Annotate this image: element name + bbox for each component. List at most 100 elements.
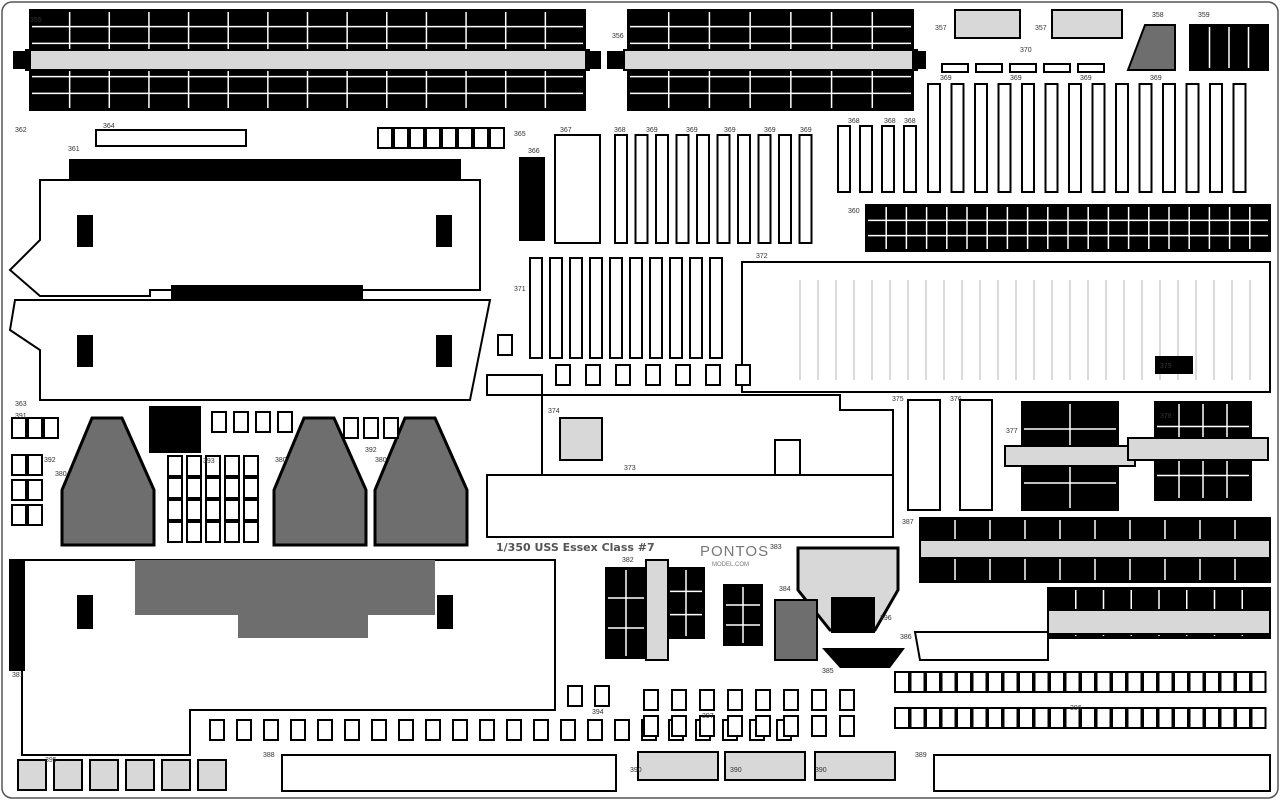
part-371 xyxy=(569,257,583,359)
part-shape xyxy=(77,595,93,629)
part-396 xyxy=(1235,671,1251,693)
part-shape xyxy=(645,559,669,661)
part-369 xyxy=(950,83,965,193)
part-393 xyxy=(167,521,183,543)
part-number-label: 380 xyxy=(275,457,287,464)
part-393 xyxy=(205,521,221,543)
part-358 xyxy=(1126,24,1176,71)
part-number-label: 365 xyxy=(514,131,526,138)
part-393 xyxy=(211,411,227,433)
part-number-label: 369 xyxy=(1150,75,1162,82)
part-393 xyxy=(186,477,202,499)
part-369 xyxy=(974,83,988,193)
part-number-label: 380 xyxy=(55,471,67,478)
part-394 xyxy=(452,719,468,741)
part-396 xyxy=(1049,707,1065,729)
part-number-label: 390 xyxy=(630,767,642,774)
part-393 xyxy=(243,499,259,521)
part-number-label: 356 xyxy=(612,33,624,40)
part-394 xyxy=(263,719,279,741)
part-390 xyxy=(814,751,896,781)
part-396 xyxy=(1018,707,1034,729)
part-394 xyxy=(425,719,441,741)
part-393-grate xyxy=(149,406,201,453)
part-369 xyxy=(757,134,772,244)
part-396 xyxy=(1095,671,1112,693)
part-367 xyxy=(554,134,601,244)
part-394 xyxy=(371,719,387,741)
part-396 xyxy=(1173,671,1189,693)
part-clip xyxy=(675,364,691,386)
part-clip xyxy=(497,334,513,356)
part-369 xyxy=(1068,83,1082,193)
part-number-label: 382 xyxy=(622,557,634,564)
part-number-label: 368 xyxy=(848,118,860,125)
part-390 xyxy=(724,751,806,781)
part-shape xyxy=(585,51,601,69)
fret-title: 1/350 USS Essex Class #7 xyxy=(496,541,655,554)
part-371 xyxy=(709,257,723,359)
part-396 xyxy=(925,671,941,693)
part-shape xyxy=(1127,437,1269,461)
part-379 xyxy=(1155,356,1193,374)
part-394 xyxy=(506,719,522,741)
part-369 xyxy=(675,134,690,244)
part-393 xyxy=(186,499,202,521)
brand-logo: PONTOS xyxy=(700,543,769,560)
part-369 xyxy=(1232,83,1247,193)
part-392 xyxy=(343,417,359,439)
part-396 xyxy=(1002,671,1019,693)
part-392 xyxy=(27,479,43,501)
part-number-label: 397 xyxy=(702,713,714,720)
part-397 xyxy=(811,715,827,737)
part-number-label: 363 xyxy=(15,401,27,408)
part-371 xyxy=(609,257,623,359)
part-number-label: 357 xyxy=(1035,25,1047,32)
part-397 xyxy=(643,715,659,737)
part-number-label: 371 xyxy=(514,286,526,293)
part-393 xyxy=(186,455,202,477)
part-394 xyxy=(533,719,549,741)
part-369 xyxy=(778,134,792,244)
part-number-label: 362 xyxy=(15,127,27,134)
part-371 xyxy=(649,257,663,359)
part-396 xyxy=(909,707,926,729)
part-number-label: 386 xyxy=(900,634,912,641)
part-369 xyxy=(614,134,628,244)
part-380 xyxy=(60,416,156,547)
part-394 xyxy=(587,719,603,741)
part-371 xyxy=(629,257,643,359)
part-365 xyxy=(377,127,393,149)
part-clip xyxy=(555,364,571,386)
part-365 xyxy=(441,127,457,149)
part-369 xyxy=(927,83,941,193)
part-number-label: 369 xyxy=(1080,75,1092,82)
part-396 xyxy=(1095,707,1112,729)
part-shape xyxy=(436,335,452,367)
part-371 xyxy=(689,257,703,359)
part-394 xyxy=(567,685,583,707)
part-366 xyxy=(519,157,545,241)
part-393 xyxy=(224,455,240,477)
part-393 xyxy=(224,499,240,521)
part-397 xyxy=(671,715,687,737)
part-number-label: 376 xyxy=(950,396,962,403)
part-357 xyxy=(1051,9,1123,39)
part-392 xyxy=(363,417,379,439)
part-number-label: 355 xyxy=(30,17,42,24)
part-number-label: 368 xyxy=(904,118,916,125)
part-396 xyxy=(925,707,941,729)
part-number-label: 360 xyxy=(848,208,860,215)
part-392 xyxy=(11,454,27,476)
part-380 xyxy=(272,416,368,547)
part-395 xyxy=(17,759,47,791)
part-clip xyxy=(615,364,631,386)
part-374 xyxy=(559,417,603,461)
part-number-label: 387 xyxy=(902,519,914,526)
part-number-label: 372 xyxy=(756,253,768,260)
part-394 xyxy=(344,719,360,741)
part-373 xyxy=(486,474,894,538)
part-393 xyxy=(224,521,240,543)
part-396 xyxy=(1002,707,1019,729)
